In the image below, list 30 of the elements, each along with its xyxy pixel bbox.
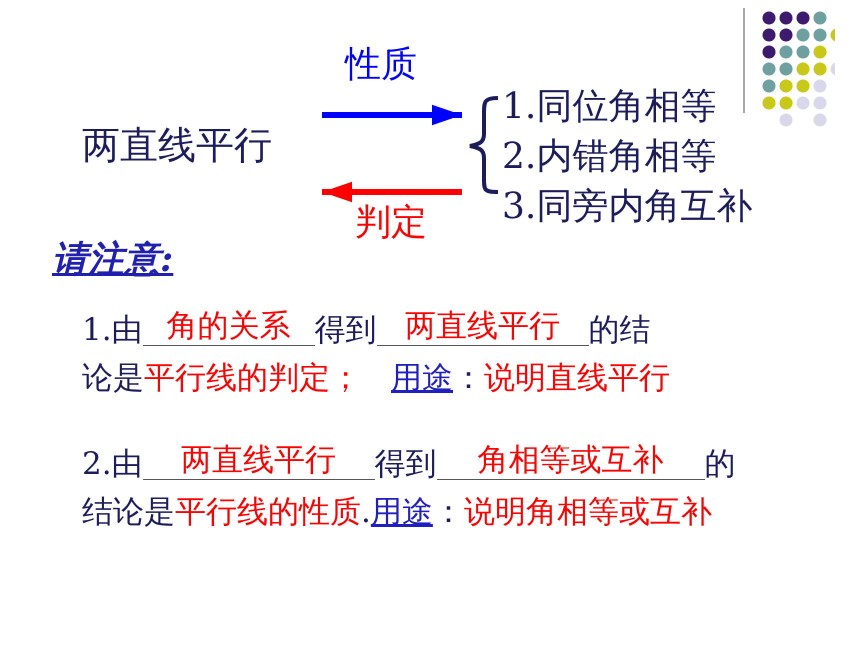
- fill-in-line: 角的关系: [142, 309, 315, 346]
- body-text: 1.由: [82, 311, 143, 350]
- body-text: ：: [432, 493, 464, 532]
- body-text: 得到: [374, 445, 437, 484]
- body-text: .: [361, 493, 371, 532]
- body-text: 论是: [82, 359, 144, 398]
- body-text: 结论是: [82, 493, 175, 532]
- body-text: 得到: [314, 311, 377, 350]
- link: 用途: [391, 359, 453, 398]
- body-text: 的结: [588, 311, 651, 350]
- arrow: [322, 104, 462, 126]
- arrow: [322, 182, 462, 202]
- fill-in-line: 角相等或互补: [436, 443, 705, 480]
- body-text: ：: [453, 359, 484, 398]
- answer-text: 说明角相等或互补: [464, 493, 712, 532]
- answer-text: 说明直线平行: [484, 359, 670, 398]
- list-item: 3.同旁内角互补: [502, 185, 752, 229]
- answer-text: 平行线的判定；: [144, 359, 361, 398]
- statement-text: 两直线平行: [82, 122, 273, 169]
- list-item: 2.内错角相等: [502, 135, 718, 179]
- list-item: 1.同位角相等: [502, 85, 718, 129]
- fill-in-line: 两直线平行: [142, 443, 375, 480]
- fill-in-line: 两直线平行: [376, 309, 589, 346]
- edge-label: 性质: [345, 43, 417, 87]
- edge-label: 判定: [355, 201, 427, 245]
- answer-text: 平行线的性质: [175, 493, 361, 532]
- body-text: 2.由: [82, 445, 143, 484]
- body-text: 的: [704, 445, 736, 484]
- link: 用途: [370, 493, 433, 532]
- heading-text: 请注意:: [52, 237, 174, 282]
